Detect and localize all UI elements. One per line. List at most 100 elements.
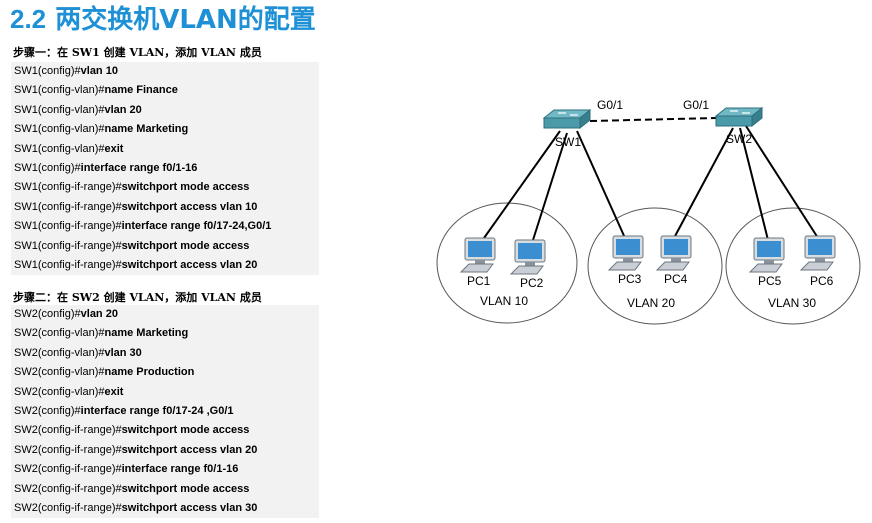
cli-command: switchport mode access bbox=[121, 482, 250, 495]
pc2-label: PC2 bbox=[520, 276, 544, 290]
pc5-label: PC5 bbox=[758, 274, 782, 288]
cli-prompt: SW1(config)# bbox=[14, 161, 81, 174]
pc3-label: PC3 bbox=[618, 272, 642, 286]
cli-command: exit bbox=[104, 385, 124, 398]
code-line: SW2(config-if-range)#switchport mode acc… bbox=[11, 480, 319, 499]
cli-prompt: SW2(config-vlan)# bbox=[14, 327, 105, 340]
cli-command: vlan 10 bbox=[80, 65, 118, 77]
cli-prompt: SW2(config-if-range)# bbox=[14, 501, 122, 514]
sw1-switch-icon bbox=[543, 109, 591, 129]
cli-command: interface range f0/1-16 bbox=[80, 161, 198, 174]
link-sw2-pc6 bbox=[745, 125, 819, 239]
cli-prompt: SW1(config-vlan)# bbox=[14, 142, 105, 155]
code-line: SW1(config-vlan)#exit bbox=[11, 140, 319, 159]
vlan30-ellipse bbox=[725, 207, 861, 325]
cli-prompt: SW2(config-vlan)# bbox=[14, 366, 105, 379]
pc4-icon bbox=[656, 235, 692, 271]
pc1-icon bbox=[460, 237, 496, 273]
cli-command: vlan 20 bbox=[104, 103, 142, 116]
cli-command: switchport access vlan 30 bbox=[121, 501, 258, 514]
cli-prompt: SW1(config-if-range)# bbox=[14, 239, 122, 252]
cli-command: switchport mode access bbox=[121, 424, 250, 437]
step1-title: 步骤一：在 SW1 创建 VLAN，添加 VLAN 成员 bbox=[13, 46, 262, 59]
cli-command: name Marketing bbox=[104, 123, 189, 136]
pc3-icon bbox=[608, 235, 644, 271]
cli-prompt: SW2(config-if-range)# bbox=[14, 463, 122, 476]
code-line: SW2(config-if-range)#switchport mode acc… bbox=[11, 421, 319, 440]
cli-prompt: SW2(config-if-range)# bbox=[14, 424, 122, 437]
code-line: SW2(config-if-range)#switchport access v… bbox=[11, 441, 319, 460]
cli-prompt: SW1(config-vlan)# bbox=[14, 123, 105, 136]
code-line: SW1(config)#interface range f0/1-16 bbox=[11, 159, 319, 178]
cli-command: switchport access vlan 10 bbox=[121, 200, 258, 213]
cli-prompt: SW1(config-if-range)# bbox=[14, 220, 122, 233]
link-sw1-pc2 bbox=[532, 132, 568, 241]
cli-command: interface range f0/1-16 bbox=[121, 463, 239, 476]
cli-command: exit bbox=[104, 142, 124, 155]
code-line: SW1(config-if-range)#switchport mode acc… bbox=[11, 237, 319, 256]
sw1-label: SW1 bbox=[555, 135, 581, 149]
cli-prompt: SW2(config)# bbox=[14, 404, 81, 417]
cli-prompt: SW1(config-vlan)# bbox=[14, 103, 105, 116]
vlan30-label: VLAN 30 bbox=[768, 296, 816, 310]
pc1-label: PC1 bbox=[467, 274, 491, 288]
cli-command: name Finance bbox=[104, 84, 178, 97]
code-line: SW1(config)#vlan 10 bbox=[11, 62, 319, 81]
code-line: SW1(config-if-range)#interface range f0/… bbox=[11, 217, 319, 236]
trunk-link bbox=[589, 117, 718, 122]
pc2-icon bbox=[510, 239, 546, 275]
cli-prompt: SW2(config)# bbox=[14, 308, 81, 320]
cli-command: name Production bbox=[104, 366, 195, 379]
pc6-icon bbox=[800, 235, 836, 271]
link-sw2-pc4 bbox=[673, 127, 734, 239]
code-line: SW2(config-vlan)#name Production bbox=[11, 363, 319, 382]
cli-prompt: SW1(config-if-range)# bbox=[14, 181, 122, 194]
cli-prompt: SW1(config-vlan)# bbox=[14, 84, 105, 97]
code-line: SW1(config-vlan)#name Marketing bbox=[11, 120, 319, 139]
cli-command: switchport mode access bbox=[121, 181, 250, 194]
cli-command: name Marketing bbox=[104, 327, 189, 340]
cli-prompt: SW2(config-if-range)# bbox=[14, 443, 122, 456]
code-line: SW1(config-vlan)#vlan 20 bbox=[11, 101, 319, 120]
page-title: 2.2 两交换机VLAN的配置 bbox=[10, 0, 316, 40]
code-line: SW1(config-if-range)#switchport access v… bbox=[11, 198, 319, 217]
cli-prompt: SW2(config-if-range)# bbox=[14, 482, 122, 495]
cli-command: vlan 30 bbox=[104, 346, 142, 359]
vlan20-label: VLAN 20 bbox=[627, 296, 675, 310]
cli-prompt: SW1(config)# bbox=[14, 65, 81, 77]
link-sw1-pc3 bbox=[576, 130, 626, 239]
sw2-label: SW2 bbox=[726, 132, 752, 146]
section-title: 两交换机VLAN的配置 bbox=[46, 5, 316, 35]
code-line: SW2(config-vlan)#vlan 30 bbox=[11, 344, 319, 363]
pc6-label: PC6 bbox=[810, 274, 834, 288]
sw2-port-label: G0/1 bbox=[683, 98, 709, 112]
cli-command: switchport access vlan 20 bbox=[121, 443, 258, 456]
cli-prompt: SW1(config-if-range)# bbox=[14, 200, 122, 213]
code-line: SW2(config)#interface range f0/17-24 ,G0… bbox=[11, 402, 319, 421]
link-sw1-pc1 bbox=[483, 130, 561, 239]
vlan10-ellipse bbox=[436, 202, 578, 324]
cli-prompt: SW1(config-if-range)# bbox=[14, 258, 122, 271]
cli-command: interface range f0/17-24,G0/1 bbox=[121, 220, 272, 233]
cli-command: switchport access vlan 20 bbox=[121, 258, 258, 271]
code-line: SW1(config-if-range)#switchport mode acc… bbox=[11, 178, 319, 197]
section-number: 2.2 bbox=[10, 4, 47, 34]
link-sw2-pc5 bbox=[739, 127, 769, 241]
code-line: SW2(config-vlan)#name Marketing bbox=[11, 324, 319, 343]
pc4-label: PC4 bbox=[664, 272, 688, 286]
code-line: SW1(config-vlan)#name Finance bbox=[11, 81, 319, 100]
vlan20-ellipse bbox=[587, 207, 723, 325]
vlan10-label: VLAN 10 bbox=[480, 294, 528, 308]
cli-prompt: SW2(config-vlan)# bbox=[14, 346, 105, 359]
cli-command: switchport mode access bbox=[121, 239, 250, 252]
code-line: SW2(config-if-range)#switchport access v… bbox=[11, 499, 319, 518]
code-line: SW2(config-vlan)#exit bbox=[11, 383, 319, 402]
cli-command: interface range f0/17-24 ,G0/1 bbox=[80, 404, 234, 417]
code-line: SW1(config-if-range)#switchport access v… bbox=[11, 256, 319, 275]
sw1-port-label: G0/1 bbox=[597, 98, 623, 112]
code-line: SW2(config)#vlan 20 bbox=[11, 305, 319, 324]
sw2-switch-icon bbox=[715, 107, 763, 127]
